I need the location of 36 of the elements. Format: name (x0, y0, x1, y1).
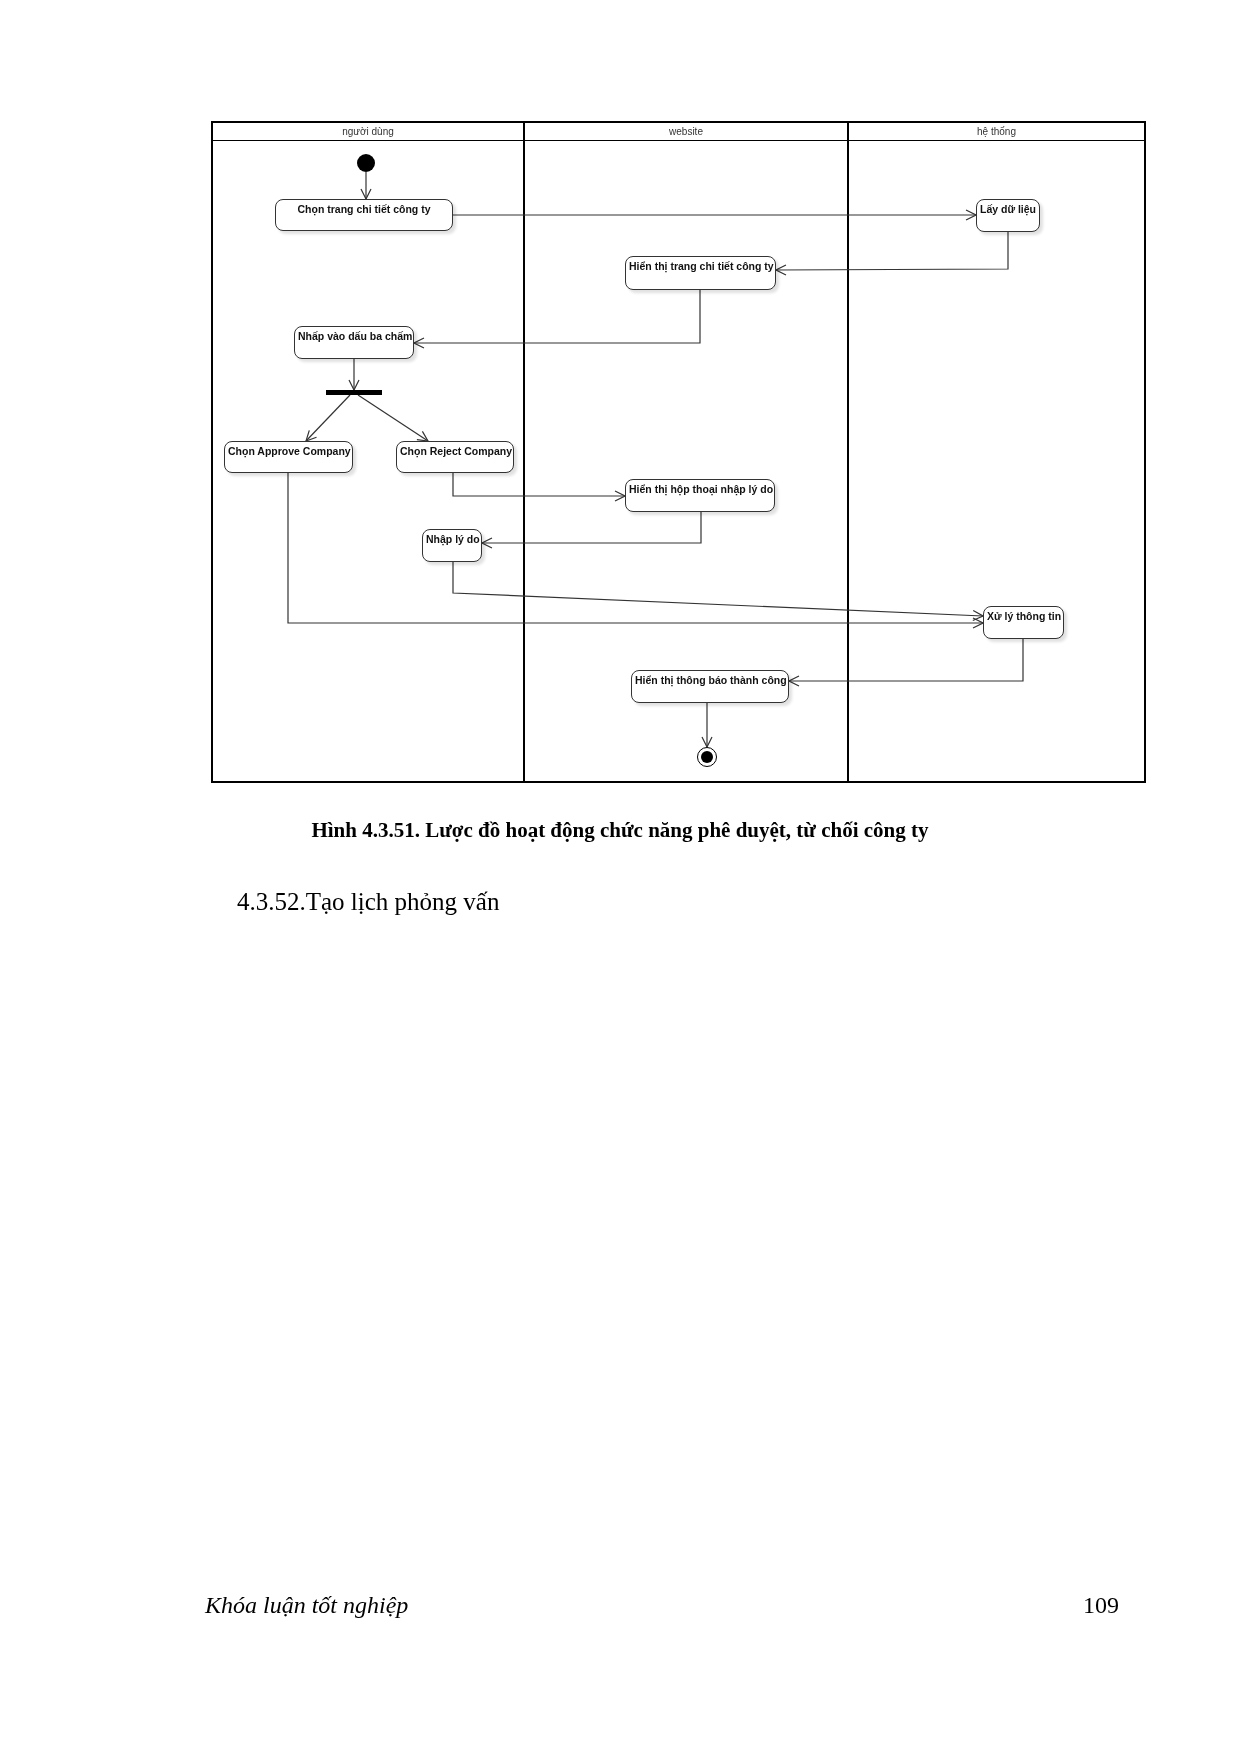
swimlane (847, 121, 1146, 783)
activity-box: Chọn Approve Company (224, 441, 353, 473)
start-node (357, 154, 375, 172)
activity-box: Lấy dữ liệu (976, 199, 1040, 232)
activity-box: Nhập lý do (422, 529, 482, 562)
footer-text: Khóa luận tốt nghiệp (205, 1592, 409, 1619)
lane-title: hệ thống (849, 123, 1144, 141)
lane-title: người dùng (213, 123, 523, 141)
activity-box: Hiển thị thông báo thành công (631, 670, 789, 703)
arrow (413, 289, 701, 349)
arrow (357, 394, 429, 442)
arrow (452, 472, 626, 502)
arrow (452, 561, 984, 622)
activity-box: Nhấp vào dấu ba chấm (294, 326, 414, 359)
activity-box: Hiển thị hộp thoại nhập lý do (625, 479, 775, 512)
arrow (360, 171, 372, 200)
activity-box: Xử lý thông tin (983, 606, 1064, 639)
arrow (348, 358, 360, 391)
arrow (775, 231, 1009, 276)
activity-box: Hiển thị trang chi tiết công ty (625, 256, 776, 290)
figure-caption: Hình 4.3.51. Lược đồ hoạt động chức năng phê duyệt, từ chối công ty (310, 818, 930, 843)
arrow (481, 511, 702, 549)
arrow (701, 702, 713, 748)
page-number: 109 (1083, 1592, 1119, 1619)
activity-box: Chọn Reject Company (396, 441, 514, 473)
swimlane (211, 121, 525, 783)
arrow (287, 472, 984, 629)
lane-title: website (525, 123, 847, 141)
activity-box: Chọn trang chi tiết công ty (275, 199, 453, 231)
section-heading: 4.3.52.Tạo lịch phỏng vấn (237, 888, 500, 916)
fork-bar (326, 390, 382, 395)
end-node (697, 747, 717, 767)
swimlane (523, 121, 849, 783)
arrow (452, 209, 977, 221)
arrow (305, 394, 351, 442)
arrow (788, 638, 1024, 687)
